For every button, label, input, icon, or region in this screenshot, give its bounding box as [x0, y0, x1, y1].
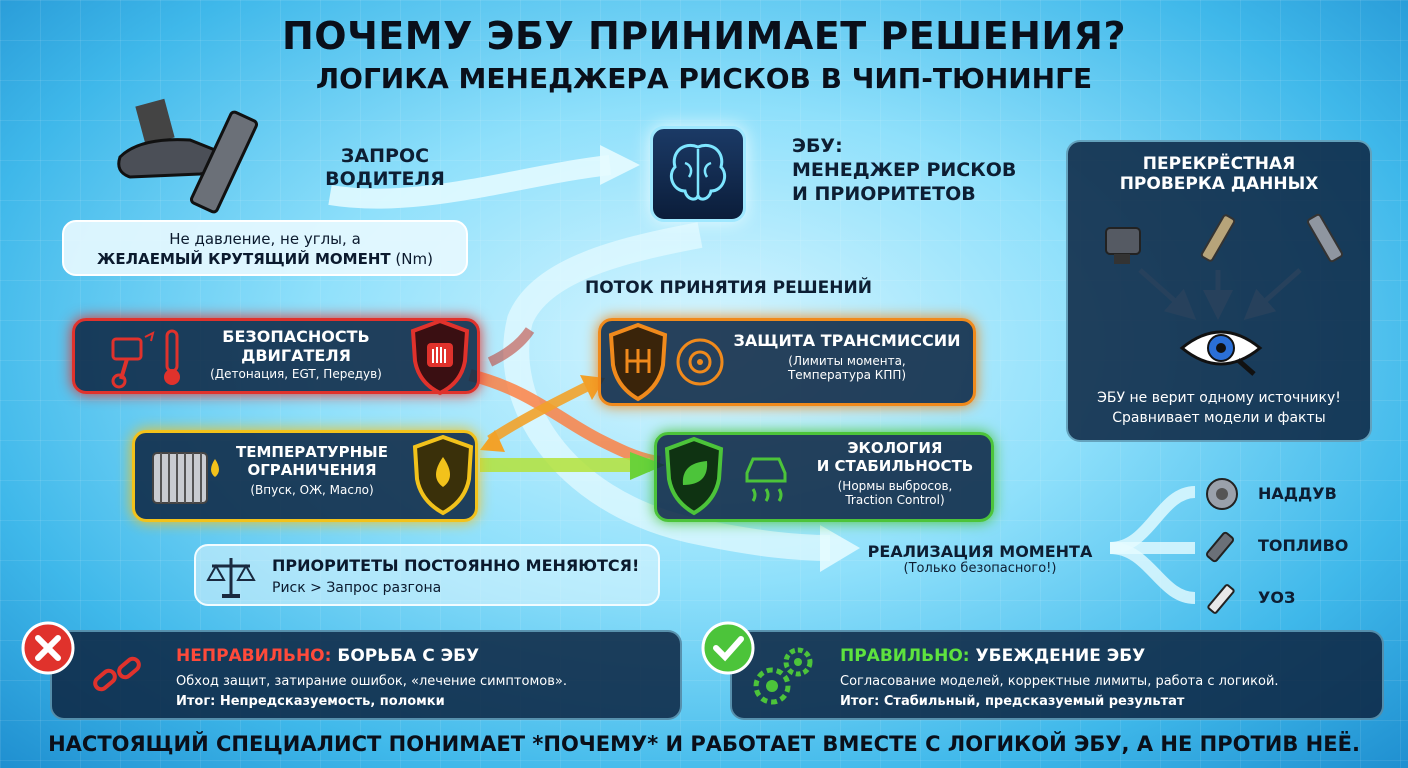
- driver-note-line1: Не давление, не углы, а: [169, 230, 361, 248]
- transmission-title: ЗАЩИТА ТРАНСМИССИИ: [733, 331, 961, 350]
- ecology-card: ЭКОЛОГИЯ И СТАБИЛЬНОСТЬ (Нормы выбросов,…: [654, 432, 994, 522]
- cross-check-note1: ЭБУ не верит одному источнику!: [1097, 390, 1341, 406]
- broken-chain-icon: [93, 656, 141, 692]
- wrong-x-icon: [21, 621, 75, 675]
- temperature-detail: (Впуск, ОЖ, Масло): [250, 483, 374, 497]
- thermometer-icon: [164, 329, 180, 385]
- wrong-title: БОРЬБА С ЭБУ: [337, 646, 480, 666]
- map-sensor-icon: [1105, 227, 1141, 264]
- scales-icon: [206, 558, 256, 598]
- ecu-label-line3: И ПРИОРИТЕТОВ: [792, 183, 976, 205]
- right-detail: Согласование моделей, корректные лимиты,…: [840, 674, 1279, 689]
- brain-icon: [669, 144, 727, 201]
- engine-safety-line2: ДВИГАТЕЛЯ: [241, 346, 351, 365]
- priorities-box: ПРИОРИТЕТЫ ПОСТОЯННО МЕНЯЮТСЯ! Риск > За…: [194, 544, 660, 606]
- temperature-card: ТЕМПЕРАТУРНЫЕ ОГРАНИЧЕНИЯ (Впуск, ОЖ, Ма…: [132, 430, 478, 522]
- flow-label: ПОТОК ПРИНЯТИЯ РЕШЕНИЙ: [585, 278, 872, 298]
- oil-drop-shield-icon: [412, 434, 474, 516]
- temperature-line2: ОГРАНИЧЕНИЯ: [247, 461, 377, 479]
- right-check-icon: [701, 621, 755, 675]
- output-ignition: УОЗ: [1258, 588, 1296, 607]
- gears-icon: [753, 647, 813, 705]
- wrong-detail: Обход защит, затирание ошибок, «лечение …: [176, 674, 567, 689]
- piston-icon: [111, 331, 155, 389]
- ecu-label-line2: МЕНЕДЖЕР РИСКОВ: [792, 159, 1017, 181]
- temp-sensor-icon: [1307, 213, 1343, 263]
- engine-safety-detail: (Детонация, EGT, Передув): [210, 367, 382, 381]
- injector-icon: [1205, 531, 1235, 563]
- turbo-icon: [1206, 478, 1238, 510]
- ecu-chip: [650, 126, 746, 222]
- ecology-detail2: Traction Control): [845, 493, 945, 507]
- cross-check-note2: Сравнивает модели и факты: [1112, 410, 1326, 426]
- ecology-line2: И СТАБИЛЬНОСТЬ: [816, 457, 974, 475]
- engine-safety-line1: БЕЗОПАСНОСТЬ: [222, 327, 370, 346]
- traction-car-icon: [745, 457, 787, 502]
- eye-magnifier-icon: [1179, 330, 1263, 376]
- transmission-detail1: (Лимиты момента,: [788, 354, 906, 368]
- wrong-label: НЕПРАВИЛЬНО:: [176, 646, 332, 666]
- leaf-shield-icon: [664, 436, 724, 516]
- gear-shifter-shield-icon: [608, 322, 668, 402]
- ecology-line1: ЭКОЛОГИЯ: [847, 439, 943, 457]
- driver-note-bubble: Не давление, не углы, а ЖЕЛАЕМЫЙ КРУТЯЩИ…: [62, 220, 468, 276]
- page-title: ПОЧЕМУ ЭБУ ПРИНИМАЕТ РЕШЕНИЯ?: [281, 14, 1126, 58]
- driver-request-line1: ЗАПРОС: [340, 145, 430, 167]
- cross-check-panel: ПЕРЕКРЁСТНАЯ ПРОВЕРКА ДАННЫХ ЭБУ не вери…: [1066, 140, 1372, 442]
- page-subtitle: ЛОГИКА МЕНЕДЖЕРА РИСКОВ В ЧИП-ТЮНИНГЕ: [315, 62, 1093, 95]
- right-title: УБЕЖДЕНИЕ ЭБУ: [975, 646, 1146, 666]
- right-label: ПРАВИЛЬНО:: [840, 646, 970, 666]
- radiator-icon: [152, 452, 219, 504]
- wrong-approach-panel: НЕПРАВИЛЬНО: БОРЬБА С ЭБУ Обход защит, з…: [50, 630, 682, 720]
- transmission-detail2: Температура КПП): [787, 368, 907, 382]
- cross-check-line1: ПЕРЕКРЁСТНАЯ: [1142, 154, 1296, 174]
- foot-pedal-icon: [117, 98, 259, 214]
- output-fuel: ТОПЛИВО: [1258, 536, 1349, 555]
- right-approach-panel: ПРАВИЛЬНО: УБЕЖДЕНИЕ ЭБУ Согласование мо…: [730, 630, 1384, 720]
- torque-detail: (Только безопасного!): [903, 561, 1057, 576]
- ecology-detail1: (Нормы выбросов,: [837, 479, 953, 493]
- stop-shield-icon: [410, 318, 470, 396]
- priorities-title: ПРИОРИТЕТЫ ПОСТОЯННО МЕНЯЮТСЯ!: [272, 556, 640, 575]
- driver-note-bold: ЖЕЛАЕМЫЙ КРУТЯЩИЙ МОМЕНТ: [97, 250, 391, 268]
- priorities-detail: Риск > Запрос разгона: [272, 580, 442, 596]
- cross-check-line2: ПРОВЕРКА ДАННЫХ: [1119, 174, 1319, 194]
- right-result: Итог: Стабильный, предсказуемый результа…: [840, 694, 1185, 709]
- engine-safety-card: БЕЗОПАСНОСТЬ ДВИГАТЕЛЯ (Детонация, EGT, …: [72, 318, 480, 396]
- driver-request-line2: ВОДИТЕЛЯ: [325, 168, 445, 190]
- lambda-sensor-icon: [1200, 214, 1236, 262]
- driver-note-unit: (Nm): [395, 250, 433, 268]
- output-boost: НАДДУВ: [1258, 484, 1337, 503]
- wrong-result: Итог: Непредсказуемость, поломки: [176, 694, 445, 709]
- clutch-disc-icon: [676, 338, 724, 386]
- torque-title: РЕАЛИЗАЦИЯ МОМЕНТА: [867, 542, 1093, 561]
- temperature-line1: ТЕМПЕРАТУРНЫЕ: [236, 443, 388, 461]
- ecu-label-line1: ЭБУ:: [792, 135, 843, 157]
- transmission-card: ЗАЩИТА ТРАНСМИССИИ (Лимиты момента, Темп…: [598, 318, 976, 406]
- footer-statement: НАСТОЯЩИЙ СПЕЦИАЛИСТ ПОНИМАЕТ *ПОЧЕМУ* И…: [48, 732, 1360, 756]
- spark-plug-icon: [1207, 584, 1235, 614]
